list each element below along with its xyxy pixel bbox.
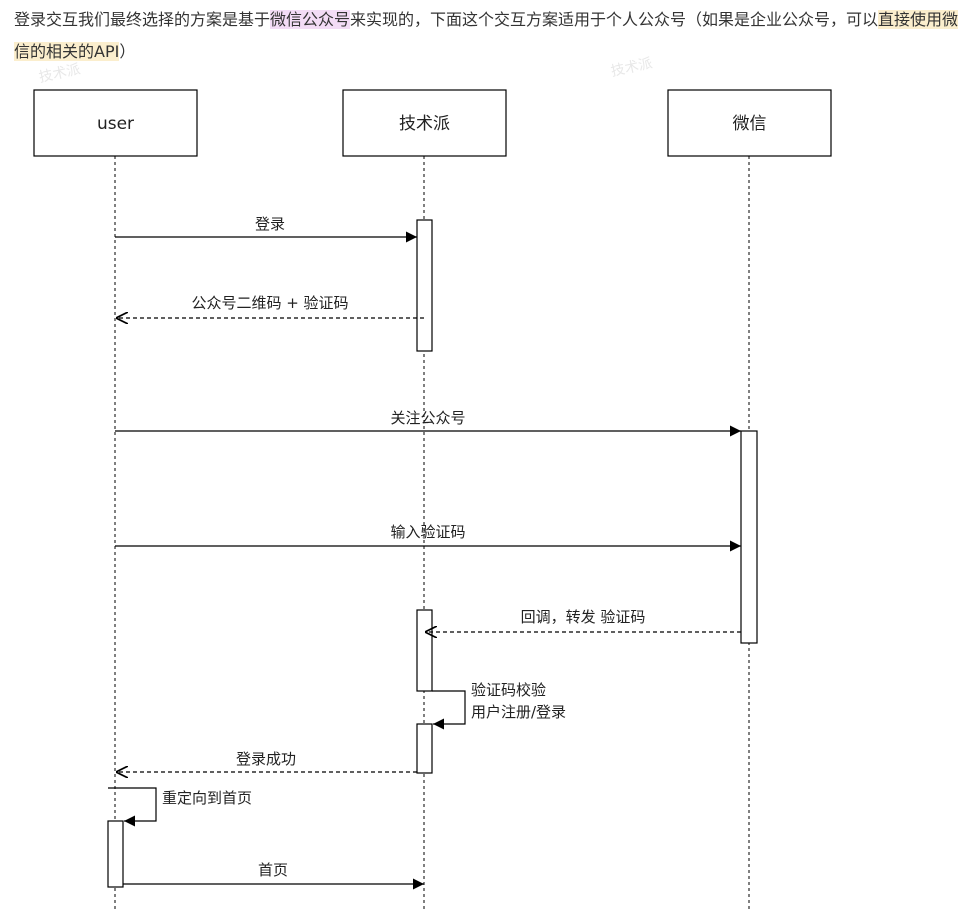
message-label-line2: 用户注册/登录 xyxy=(471,703,566,721)
message-login: 登录 xyxy=(115,215,417,243)
message-input-code: 输入验证码 xyxy=(115,523,741,552)
message-qrcode-reply: 公众号二维码 + 验证码 xyxy=(116,294,424,318)
participant-wechat: 微信 xyxy=(667,89,832,157)
participant-label-server: 技术派 xyxy=(399,114,450,134)
message-login-success: 登录成功 xyxy=(116,750,417,772)
activation-server-2 xyxy=(416,609,433,692)
activation-user xyxy=(107,820,124,888)
intro-paragraph: 登录交互我们最终选择的方案是基于微信公众号来实现的，下面这个交互方案适用于个人公… xyxy=(14,4,962,68)
activation-server-1 xyxy=(416,219,433,352)
message-label: 登录成功 xyxy=(236,750,296,768)
message-callback-forward: 回调，转发 验证码 xyxy=(425,608,741,632)
message-follow-account: 关注公众号 xyxy=(115,409,741,437)
watermark: 技术派 xyxy=(610,56,654,80)
participant-label-wechat: 微信 xyxy=(733,114,767,134)
message-label: 登录 xyxy=(255,215,285,233)
message-label: 关注公众号 xyxy=(390,409,465,427)
participant-server: 技术派 xyxy=(342,89,507,157)
participant-label-user: user xyxy=(97,114,134,134)
message-self-verify: 验证码校验 用户注册/登录 xyxy=(432,681,566,730)
message-label: 输入验证码 xyxy=(390,523,465,541)
message-label: 公众号二维码 + 验证码 xyxy=(191,294,348,312)
intro-highlight-wechat-official-account: 微信公众号 xyxy=(270,10,351,29)
message-label: 重定向到首页 xyxy=(162,789,252,807)
activation-server-3 xyxy=(416,723,433,774)
intro-text-2: 来实现的，下面这个交互方案适用于个人公众号（如果是企业公众号，可以 xyxy=(350,10,879,29)
intro-text-3: ） xyxy=(119,42,136,61)
message-self-redirect: 重定向到首页 xyxy=(108,787,252,827)
message-label: 回调，转发 验证码 xyxy=(521,608,646,626)
activation-wechat xyxy=(740,430,758,644)
message-homepage: 首页 xyxy=(123,861,424,890)
intro-text-1: 登录交互我们最终选择的方案是基于 xyxy=(14,10,271,29)
participant-user: user xyxy=(33,89,198,157)
watermark: 技术派 xyxy=(38,62,82,86)
message-label: 首页 xyxy=(258,861,288,879)
message-label-line1: 验证码校验 xyxy=(471,681,546,699)
